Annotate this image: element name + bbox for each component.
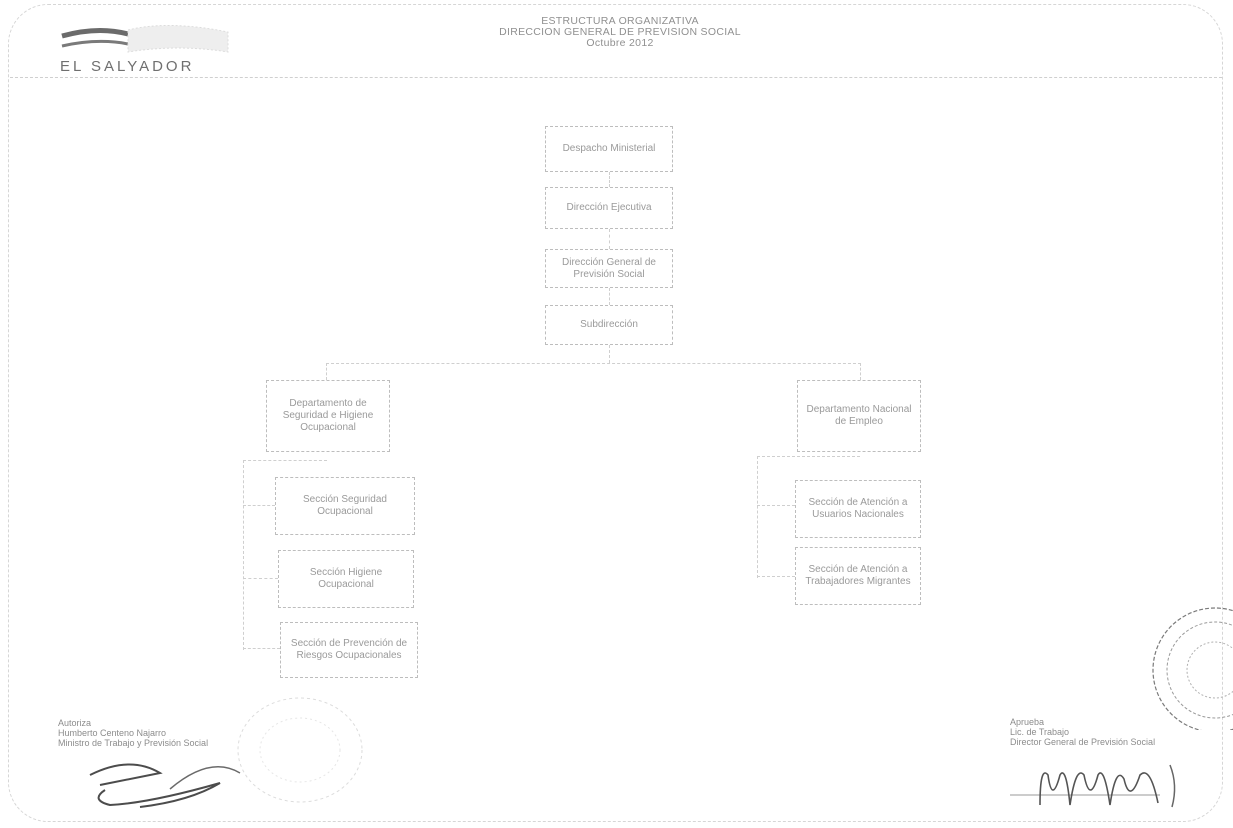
connector <box>243 460 327 461</box>
connector <box>326 363 861 364</box>
title-line-1: ESTRUCTURA ORGANIZATIVA <box>541 15 699 27</box>
box-right-section: Sección de Atención a Usuarios Nacionale… <box>795 480 921 538</box>
connector <box>609 288 610 305</box>
connector <box>243 505 275 506</box>
box-right-section: Sección de Atención a Trabajadores Migra… <box>795 547 921 605</box>
box-despacho: Despacho Ministerial <box>545 126 673 172</box>
logo-text: EL SALYADOR <box>60 58 195 75</box>
seal-stamp-icon <box>237 697 363 803</box>
connector <box>243 460 244 650</box>
signature-right-label: Aprueba <box>1010 717 1045 727</box>
box-dept-right: Departamento Nacional de Empleo <box>797 380 921 452</box>
title-line-3: Octubre 2012 <box>586 37 654 49</box>
seal-stamp-icon <box>1152 607 1233 730</box>
box-dept-left: Departamento de Seguridad e Higiene Ocup… <box>266 380 390 452</box>
box-direccion: Dirección General de Previsión Social <box>545 249 673 288</box>
connector <box>860 363 861 380</box>
chart-title: ESTRUCTURA ORGANIZATIVA DIRECCION GENERA… <box>470 16 770 49</box>
signature-left-title: Ministro de Trabajo y Previsión Social <box>58 738 209 748</box>
connector <box>609 345 610 363</box>
box-subdireccion: Subdirección <box>545 305 673 345</box>
box-left-section: Sección Higiene Ocupacional <box>278 550 414 608</box>
flag-logo-icon <box>61 24 229 53</box>
signature-left: Autoriza Humberto Centeno Najarro Minist… <box>58 718 208 748</box>
connector <box>757 576 795 577</box>
signature-right-title: Director General de Previsión Social <box>1010 737 1156 747</box>
box-ejecutiva: Dirección Ejecutiva <box>545 187 673 229</box>
connector <box>757 505 795 506</box>
header-divider <box>10 77 1222 78</box>
connector <box>326 363 327 380</box>
title-line-2: DIRECCION GENERAL DE PREVISION SOCIAL <box>499 26 741 38</box>
signature-scribble-icon <box>1010 764 1176 808</box>
connector <box>757 456 758 578</box>
connector <box>609 172 610 187</box>
signature-right-name: Lic. de Trabajo <box>1010 727 1070 737</box>
box-left-section: Sección de Prevención de Riesgos Ocupaci… <box>280 622 418 678</box>
connector <box>609 229 610 249</box>
page-frame <box>8 4 1223 822</box>
signature-left-label: Autoriza <box>58 718 92 728</box>
signature-scribble-icon <box>89 763 241 808</box>
signature-left-name: Humberto Centeno Najarro <box>58 728 167 738</box>
connector <box>243 578 278 579</box>
signature-right: Aprueba Lic. de Trabajo Director General… <box>1010 717 1155 747</box>
connector <box>243 648 280 649</box>
box-left-section: Sección Seguridad Ocupacional <box>275 477 415 535</box>
connector <box>757 456 860 457</box>
